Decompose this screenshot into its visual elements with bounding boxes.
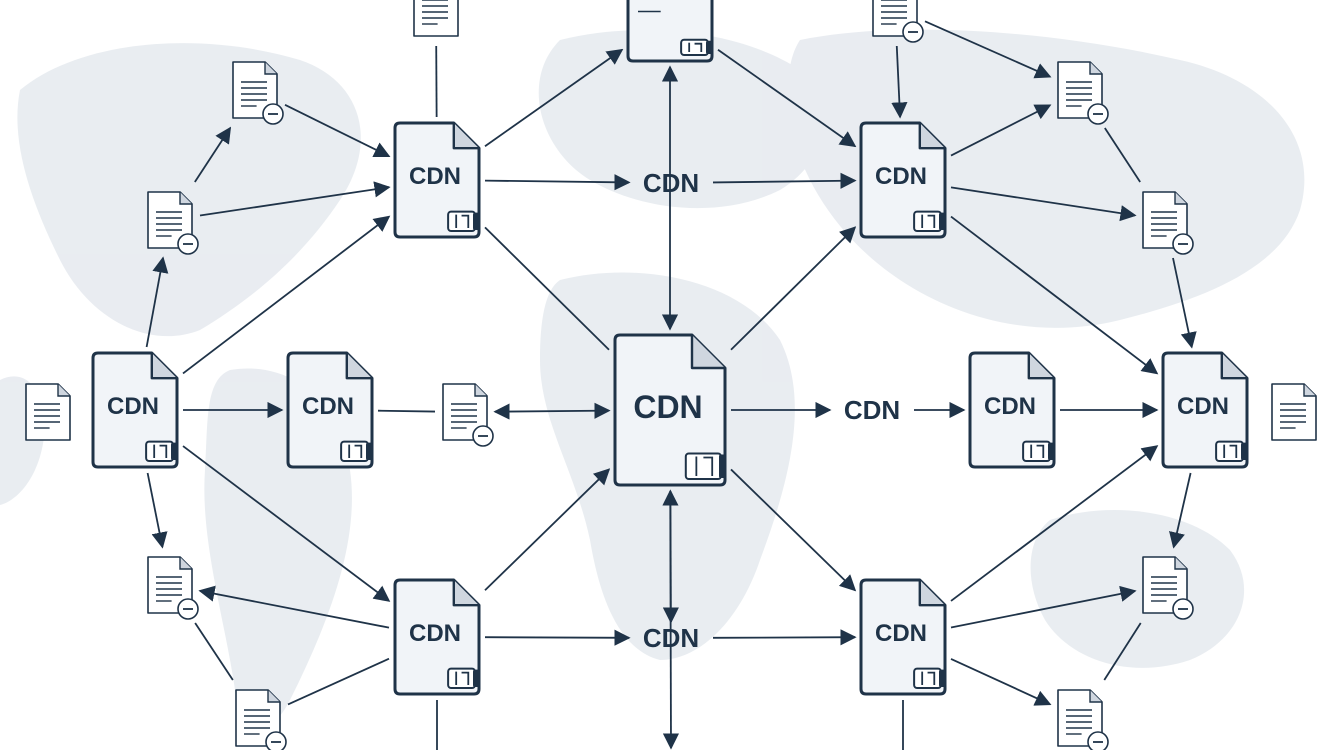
link-c2-c7 xyxy=(950,215,1159,375)
cdn-node-c8: CDN xyxy=(393,578,481,696)
link-d4-c2 xyxy=(891,45,908,119)
cdn-document-icon xyxy=(393,578,481,696)
cdn-label: CDN xyxy=(643,168,699,198)
link-l3-c9 xyxy=(712,629,857,646)
cdn-label: CDN xyxy=(409,620,461,647)
link-d2-d1 xyxy=(194,126,232,183)
document-minus-icon xyxy=(442,383,494,447)
link-c3-d10 xyxy=(146,472,168,549)
cdn-label: CDN xyxy=(984,393,1036,420)
link-c1-l1 xyxy=(484,174,631,191)
link-c10-c2 xyxy=(717,49,857,148)
document-minus-icon xyxy=(147,191,199,255)
document-icon xyxy=(1271,383,1317,441)
cdn-label: CDN xyxy=(844,395,900,425)
cdn-node-c4: CDN xyxy=(286,351,374,469)
document-minus-icon xyxy=(872,0,924,43)
cdn-document-icon xyxy=(393,121,481,239)
cdn-node-c1: CDN xyxy=(393,121,481,239)
cdn-label: CDN xyxy=(643,623,699,653)
cdn-node-c7: CDN xyxy=(1161,351,1249,469)
link-d4-d5 xyxy=(924,20,1052,79)
document-minus-icon xyxy=(147,556,199,620)
link-d8-c5 xyxy=(493,402,611,420)
link-d1-c1 xyxy=(284,104,391,158)
cdn-document-icon xyxy=(91,351,179,469)
link-d6-c7 xyxy=(1172,257,1197,349)
cdn-node-c10 xyxy=(626,0,714,63)
link-d10-d12 xyxy=(194,622,234,681)
document-minus-icon xyxy=(1057,61,1109,125)
link-l1-c2 xyxy=(712,172,857,189)
link-c8-c5 xyxy=(484,468,611,591)
document-minus-icon xyxy=(1142,556,1194,620)
cdn-document-icon xyxy=(613,333,727,487)
link-c3-d2 xyxy=(145,256,169,348)
links-layer xyxy=(145,20,1197,750)
cdn-text-node-l1: CDN xyxy=(643,168,699,198)
document-icon xyxy=(413,0,459,37)
cdn-label: CDN xyxy=(1177,393,1229,420)
link-c2-d5 xyxy=(950,104,1052,157)
cdn-document-icon xyxy=(1161,351,1249,469)
link-d2-c1 xyxy=(199,181,391,217)
cdn-label: CDN xyxy=(875,620,927,647)
link-d5-d6 xyxy=(1104,127,1141,183)
link-c4-d8 xyxy=(377,409,436,413)
link-c9-d11 xyxy=(950,585,1137,629)
link-c8-l3 xyxy=(484,629,631,646)
link-c8-d10 xyxy=(198,585,390,629)
cdn-node-c9: CDN xyxy=(859,578,947,696)
document-minus-icon xyxy=(1142,191,1194,255)
cdn-label: CDN xyxy=(107,393,159,420)
link-d11-d13 xyxy=(1103,622,1142,681)
cdn-node-c6: CDN xyxy=(968,351,1056,469)
cdn-label: CDN xyxy=(302,393,354,420)
cdn-label: CDN xyxy=(409,163,461,190)
link-c3-c1 xyxy=(182,215,391,375)
document-minus-icon xyxy=(235,689,287,750)
link-c5-c9 xyxy=(730,468,857,592)
cdn-label: CDN xyxy=(633,389,702,425)
link-c2-d6 xyxy=(950,186,1137,222)
document-minus-icon xyxy=(232,61,284,125)
cdn-node-c2: CDN xyxy=(859,121,947,239)
link-c7-d11 xyxy=(1169,472,1192,549)
cdn-node-c3: CDN xyxy=(91,351,179,469)
cdn-label: CDN xyxy=(875,163,927,190)
cdn-text-node-l2: CDN xyxy=(844,395,900,425)
link-c8-d12 xyxy=(287,657,390,706)
cdn-document-icon xyxy=(859,121,947,239)
document-icon xyxy=(25,383,71,441)
cdn-document-icon xyxy=(859,578,947,696)
cdn-text-node-l3: CDN xyxy=(643,623,699,653)
link-c3-c8 xyxy=(182,445,391,602)
nodes-layer: CDN CDN CDN CDN CDN CDN CDN CDN CDN CDN CDN CDN xyxy=(25,0,1317,750)
cdn-document-icon xyxy=(968,351,1056,469)
cdn-node-central: CDN xyxy=(613,333,727,487)
link-c1-c5 xyxy=(484,226,610,351)
link-c9-d13 xyxy=(950,658,1052,706)
link-c1-c10 xyxy=(484,48,624,147)
link-c5-c2 xyxy=(730,226,857,351)
link-c9-c7 xyxy=(950,445,1159,602)
link-c5-c5b xyxy=(662,490,680,750)
document-minus-icon xyxy=(1057,689,1109,750)
cdn-document-icon xyxy=(286,351,374,469)
